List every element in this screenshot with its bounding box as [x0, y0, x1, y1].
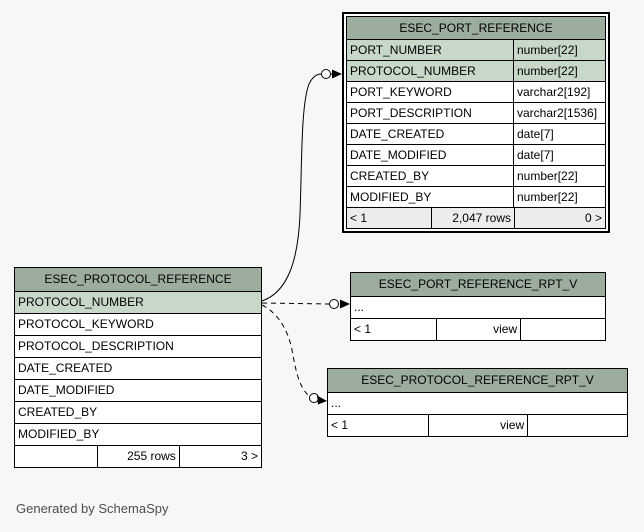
table-row: PROTOCOL_NUMBER number[22]: [346, 60, 606, 82]
column-type: number[22]: [517, 43, 578, 57]
table-row: PROTOCOL_DESCRIPTION: [15, 336, 261, 358]
ellipsis-row: ...: [328, 393, 627, 415]
table-row: CREATED_BY: [15, 402, 261, 424]
pager-next: [527, 415, 627, 436]
column-name: MODIFIED_BY: [347, 187, 514, 207]
relationship-dashed-port-view: [261, 299, 350, 309]
column-name: PORT_DESCRIPTION: [347, 103, 514, 123]
table-title[interactable]: ESEC_PORT_REFERENCE_RPT_V: [351, 273, 605, 297]
table-title[interactable]: ESEC_PROTOCOL_REFERENCE: [15, 268, 261, 292]
column-type: number[22]: [517, 169, 578, 183]
pager-prev[interactable]: < 1: [331, 418, 349, 432]
table-title[interactable]: ESEC_PROTOCOL_REFERENCE_RPT_V: [328, 369, 627, 393]
column-type: date[7]: [517, 127, 554, 141]
row-count: 255 rows: [96, 446, 179, 467]
table-footer: < 1 view: [351, 319, 605, 340]
table-row: DATE_MODIFIED date[7]: [346, 144, 606, 166]
relationship-dashed-protocol-view: [261, 304, 327, 405]
table-title[interactable]: ESEC_PORT_REFERENCE: [346, 16, 606, 40]
column-name: CREATED_BY: [347, 166, 514, 186]
view-esec-port-reference-rpt-v[interactable]: ESEC_PORT_REFERENCE_RPT_V ... < 1 view: [350, 272, 606, 341]
column-type: number[22]: [517, 64, 578, 78]
pager-next: [520, 319, 605, 340]
column-name: PROTOCOL_NUMBER: [347, 61, 514, 81]
view-label: view: [435, 319, 521, 340]
ellipsis-row: ...: [351, 297, 605, 319]
pager-next[interactable]: 0 >: [584, 211, 602, 225]
table-row: MODIFIED_BY: [15, 424, 261, 446]
column-name: PORT_KEYWORD: [347, 82, 514, 102]
view-esec-protocol-reference-rpt-v[interactable]: ESEC_PROTOCOL_REFERENCE_RPT_V ... < 1 vi…: [327, 368, 628, 437]
table-row: PORT_KEYWORD varchar2[192]: [346, 81, 606, 103]
table-row: PORT_DESCRIPTION varchar2[1536]: [346, 102, 606, 124]
table-row: DATE_CREATED date[7]: [346, 123, 606, 145]
pager-prev: [15, 446, 97, 467]
column-type: varchar2[1536]: [517, 106, 598, 120]
table-row: MODIFIED_BY number[22]: [346, 186, 606, 208]
column-type: date[7]: [517, 148, 554, 162]
table-row: DATE_MODIFIED: [15, 380, 261, 402]
table-footer: < 1 2,047 rows 0 >: [346, 207, 606, 229]
pager-prev[interactable]: < 1: [354, 322, 372, 336]
view-label: view: [427, 415, 528, 436]
row-count: 2,047 rows: [432, 208, 515, 228]
table-esec-protocol-reference[interactable]: ESEC_PROTOCOL_REFERENCE PROTOCOL_NUMBER …: [14, 267, 262, 468]
relationship-solid-fk: [261, 69, 342, 302]
pager-prev[interactable]: < 1: [347, 208, 432, 228]
table-row: PORT_NUMBER number[22]: [346, 39, 606, 61]
table-footer: 255 rows 3 >: [15, 446, 261, 467]
column-name: DATE_CREATED: [347, 124, 514, 144]
column-name: PORT_NUMBER: [347, 40, 514, 60]
table-esec-port-reference[interactable]: ESEC_PORT_REFERENCE PORT_NUMBER number[2…: [342, 12, 610, 233]
column-name: DATE_MODIFIED: [347, 145, 514, 165]
table-row: DATE_CREATED: [15, 358, 261, 380]
schemaspy-credit: Generated by SchemaSpy: [16, 501, 169, 516]
pager-next[interactable]: 3 >: [178, 446, 261, 467]
table-row: PROTOCOL_KEYWORD: [15, 314, 261, 336]
column-type: varchar2[192]: [517, 85, 591, 99]
table-row: CREATED_BY number[22]: [346, 165, 606, 187]
table-row: PROTOCOL_NUMBER: [15, 292, 261, 314]
table-footer: < 1 view: [328, 415, 627, 436]
column-type: number[22]: [517, 190, 578, 204]
